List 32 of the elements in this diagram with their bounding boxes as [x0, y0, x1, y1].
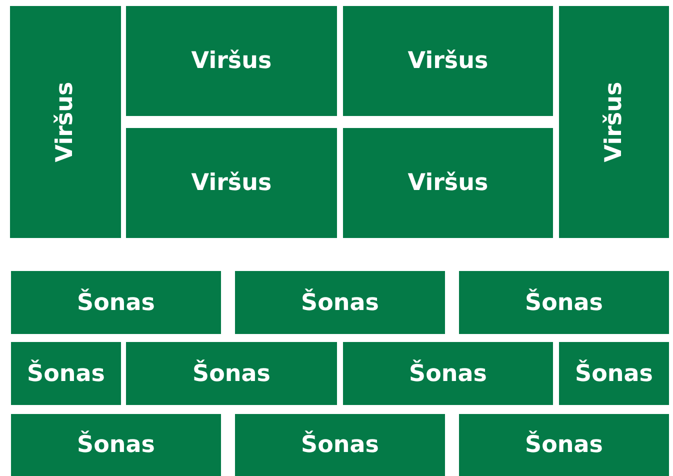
panel-tile [126, 128, 337, 238]
panel-tile [126, 6, 337, 116]
tile-label: Šonas [575, 360, 653, 386]
tile-label: Šonas [301, 290, 379, 316]
tile-label: Šonas [27, 360, 105, 386]
tile-label: Šonas [525, 290, 603, 316]
panel-tile [459, 271, 669, 334]
panel-tile [343, 342, 553, 405]
tile-label: Viršus [408, 170, 488, 196]
panel-tile [459, 414, 669, 476]
panel-tile [11, 414, 221, 476]
tile-label: Viršus [52, 82, 78, 162]
tile-label: Šonas [301, 432, 379, 458]
tile-label: Šonas [409, 360, 487, 386]
tile-label: Viršus [191, 170, 272, 196]
tile-label: Viršus [191, 48, 272, 74]
tile-label: Viršus [408, 48, 488, 74]
tile-label: Šonas [192, 360, 270, 386]
tile-label: Viršus [601, 82, 627, 162]
panel-tile [235, 271, 445, 334]
panel-tile [10, 6, 121, 238]
panel-tile [559, 6, 669, 238]
panel-tile [11, 271, 221, 334]
panel-tile [126, 342, 337, 405]
tile-label: Šonas [77, 290, 155, 316]
panel-tile [343, 128, 553, 238]
tile-label: Šonas [525, 432, 603, 458]
panel-tile [235, 414, 445, 476]
panel-tile [11, 342, 121, 405]
panel-tile [559, 342, 669, 405]
panel-tile [343, 6, 553, 116]
tile-label: Šonas [77, 432, 155, 458]
